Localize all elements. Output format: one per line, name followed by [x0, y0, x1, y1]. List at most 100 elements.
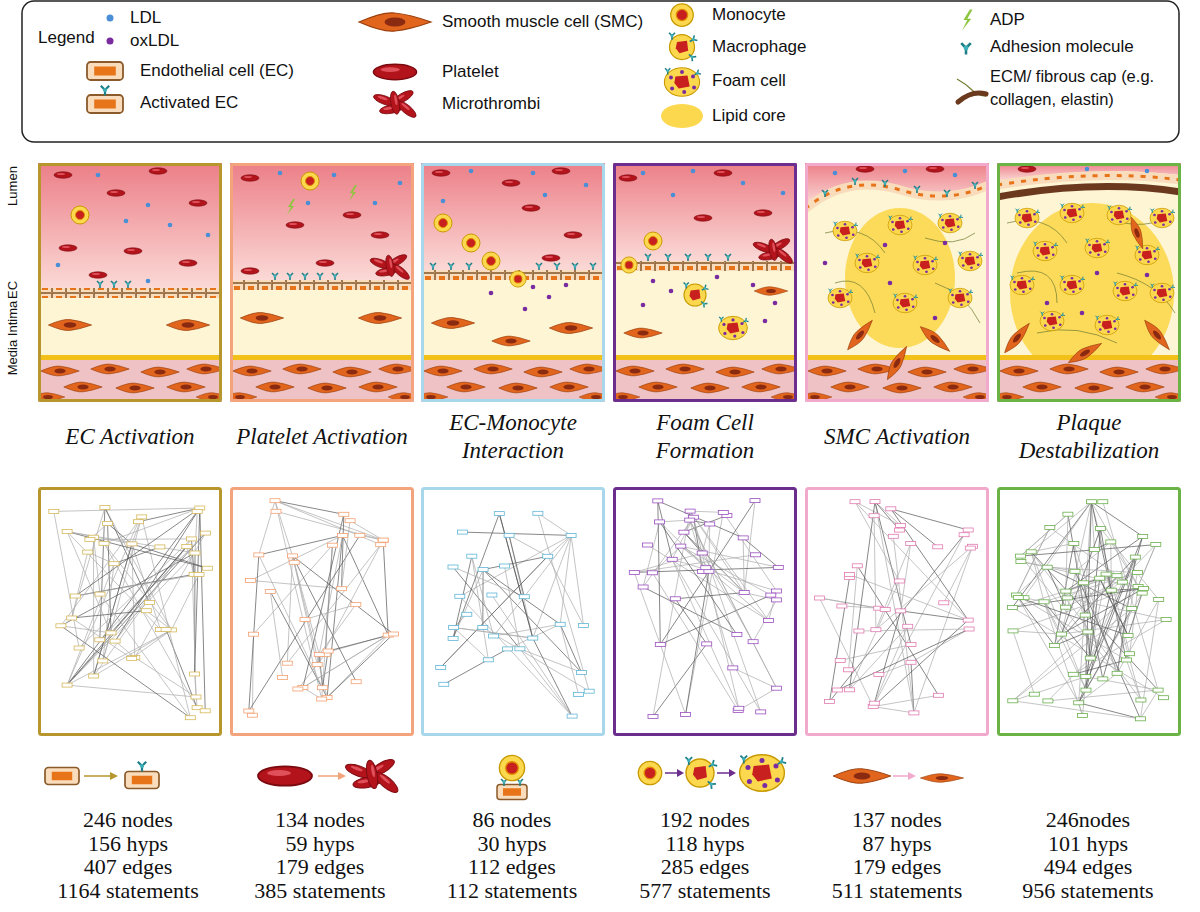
- network-node: [144, 601, 154, 605]
- legend-text: Smooth muscle cell (SMC): [442, 11, 643, 33]
- stat-line: 511 statements: [832, 879, 963, 903]
- network-node: [467, 554, 477, 558]
- foam-cell-scene: [715, 275, 720, 280]
- network-node: [282, 661, 292, 665]
- stat-line: 112 statements: [447, 879, 578, 903]
- network-node: [1062, 596, 1072, 600]
- ec-activation-scene: [89, 272, 107, 278]
- transition-icons: [893, 775, 910, 777]
- network-edge: [672, 559, 761, 712]
- ec-activation-scene: [124, 219, 129, 224]
- network-edge: [874, 516, 876, 630]
- network-node: [906, 643, 916, 647]
- network-node: [293, 687, 303, 691]
- network-node: [750, 553, 760, 557]
- network-node: [1039, 600, 1049, 604]
- network-edge: [259, 535, 343, 555]
- smc-activation-scene: [855, 253, 880, 273]
- network-edge: [911, 662, 914, 713]
- platelet-activation-scene: [230, 280, 414, 290]
- network-node: [1153, 688, 1163, 692]
- plaque-destabilization-scene: [997, 163, 1181, 402]
- network-node: [1080, 613, 1090, 617]
- smc-activation-scene: [822, 190, 828, 197]
- transition-icons: [833, 769, 891, 784]
- network-node: [1086, 500, 1096, 504]
- network-node: [1029, 692, 1039, 696]
- foam-cell-scene: [694, 215, 712, 221]
- network-edge: [135, 658, 196, 698]
- network-node: [1078, 714, 1088, 718]
- stage-title: EC Activation: [42, 423, 218, 451]
- network-edge: [104, 543, 172, 630]
- network-edge: [840, 645, 911, 661]
- network-edge: [499, 514, 533, 639]
- network-node: [1133, 571, 1143, 575]
- platelet-activation-scene: [306, 201, 311, 206]
- network-node: [300, 617, 310, 621]
- network-edge: [249, 535, 360, 711]
- network-edge: [643, 587, 737, 635]
- platelet-activation-scene: [272, 273, 278, 280]
- ec-activation-scene: [166, 319, 209, 330]
- plaque-destabilization-scene: [997, 187, 1181, 197]
- network-edge: [1017, 528, 1050, 595]
- network-node: [854, 629, 864, 633]
- network-node: [648, 571, 658, 575]
- network-node: [478, 568, 488, 572]
- network-edge: [270, 592, 327, 698]
- foam-cell-scene: [705, 254, 711, 261]
- network-graph: [999, 489, 1180, 735]
- stage-title: Plaque Destabilization: [1001, 409, 1177, 465]
- network-edge: [61, 626, 190, 718]
- smc-activation-scene: [943, 241, 948, 246]
- network-edge: [75, 508, 200, 596]
- ec-activation-scene: [124, 248, 142, 254]
- ec-activation-scene: [146, 203, 151, 208]
- network-edge: [251, 535, 343, 580]
- ec-monocyte-scene: [531, 285, 536, 290]
- network-node: [850, 500, 860, 504]
- network-edge: [483, 627, 589, 691]
- legend-box: [87, 62, 123, 80]
- network-edge: [453, 567, 520, 649]
- network-node: [56, 624, 66, 628]
- legend-text: Lipid core: [712, 105, 786, 127]
- layer-label: EC: [5, 281, 20, 299]
- legend-box: [101, 86, 109, 96]
- network-node: [1127, 607, 1137, 611]
- network-edge: [1017, 567, 1048, 595]
- network-frame: [999, 489, 1180, 735]
- network-node: [1042, 565, 1052, 569]
- network-node: [503, 647, 513, 651]
- network-edge: [460, 596, 572, 716]
- network-edge: [743, 538, 778, 568]
- network-edge: [850, 574, 969, 620]
- legend-text: Monocyte: [712, 4, 786, 26]
- network-edge: [132, 630, 172, 659]
- transition-icons: [45, 755, 964, 800]
- network-node: [1106, 588, 1116, 592]
- network-edge: [855, 502, 968, 620]
- network-node: [643, 543, 653, 547]
- network-edge: [303, 635, 388, 688]
- ec-monocyte-scene: [430, 263, 436, 270]
- ec-monocyte-scene: [523, 307, 528, 312]
- network-edge: [548, 535, 571, 556]
- smc-activation-scene: [856, 166, 874, 172]
- legend-box: [961, 43, 971, 54]
- network-graph: [807, 489, 988, 735]
- stat-line: 179 edges: [276, 855, 365, 879]
- network-edge: [660, 595, 771, 644]
- network-edge: [690, 520, 777, 688]
- smc-activation-scene: [933, 316, 938, 321]
- smc-activation-scene: [844, 317, 876, 353]
- network-node: [888, 534, 898, 538]
- plaque-destabilization-scene: [1045, 301, 1050, 306]
- network-node: [270, 499, 280, 503]
- legend-text: Macrophage: [712, 36, 807, 58]
- ec-activation-scene: [71, 206, 89, 224]
- smc-activation-scene: [805, 185, 989, 209]
- smc-activation-scene: [938, 213, 963, 233]
- network-node: [1007, 605, 1017, 609]
